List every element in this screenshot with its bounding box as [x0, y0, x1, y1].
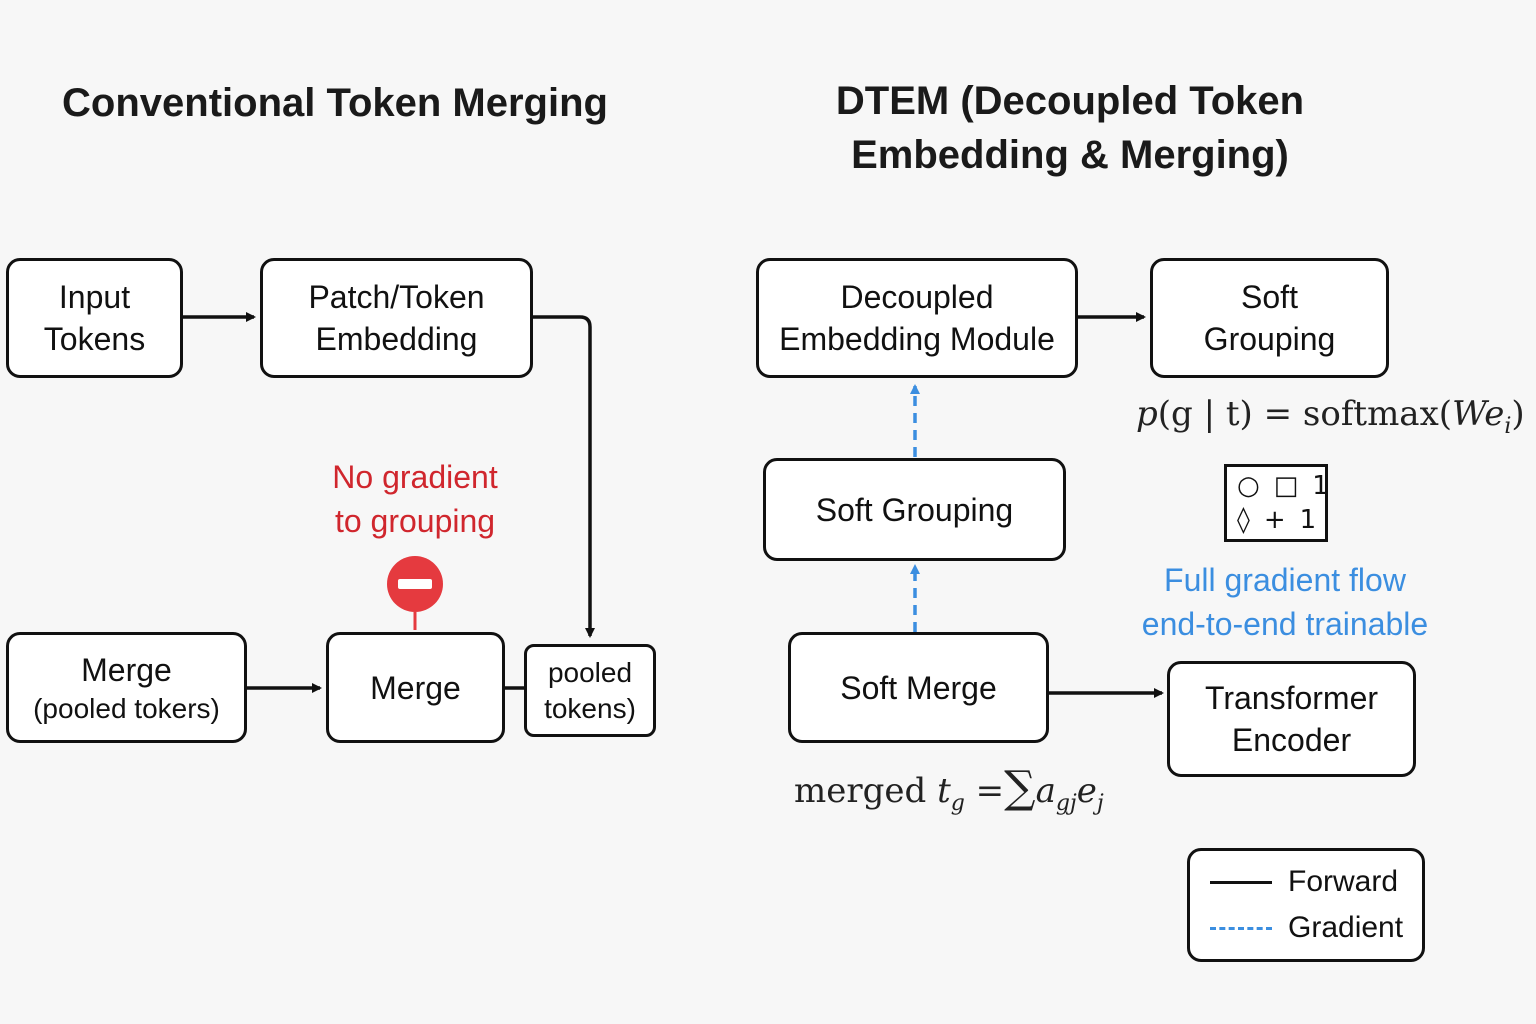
- transformer-encoder-box: Transformer Encoder: [1167, 661, 1416, 777]
- merge-box: Merge: [326, 632, 505, 743]
- pooled-tokens-box: pooled tokens): [524, 644, 656, 737]
- soft-grouping-box: Soft Grouping: [763, 458, 1066, 561]
- symbol-row-1: ○ □ 1: [1237, 471, 1329, 501]
- merge-formula: merged tg =∑agjej: [794, 762, 1104, 816]
- symbol-row-2: ◊ + 1: [1237, 505, 1317, 535]
- left-panel-title: Conventional Token Merging: [62, 81, 608, 125]
- input-tokens-box: Input Tokens: [6, 258, 183, 378]
- right-panel-title: DTEM (Decoupled Token Embedding & Mergin…: [835, 79, 1305, 177]
- legend-forward: Forward: [1210, 865, 1398, 899]
- arrow-embedding-to-pooled: [533, 315, 595, 638]
- merge-pooled-tokens-box: Merge (pooled tokers): [6, 632, 247, 743]
- grouping-symbol-grid: ○ □ 1 ◊ + 1: [1224, 464, 1329, 542]
- no-gradient-note: No gradient to grouping: [332, 459, 498, 539]
- gradient-line-icon: [1210, 926, 1272, 930]
- grouping-formula: p(g | t) = softmax(Wei): [1136, 394, 1525, 439]
- legend: Forward Gradient: [1187, 848, 1425, 962]
- legend-gradient: Gradient: [1210, 911, 1403, 945]
- patch-token-embedding-box: Patch/Token Embedding: [260, 258, 533, 378]
- no-entry-icon: [387, 556, 443, 612]
- full-gradient-note: Full gradient flow end-to-end trainable: [1141, 562, 1429, 642]
- soft-merge-box: Soft Merge: [788, 632, 1049, 743]
- forward-line-icon: [1210, 880, 1272, 884]
- decoupled-embedding-module-box: Decoupled Embedding Module: [756, 258, 1078, 378]
- soft-grouping-top-box: Soft Grouping: [1150, 258, 1389, 378]
